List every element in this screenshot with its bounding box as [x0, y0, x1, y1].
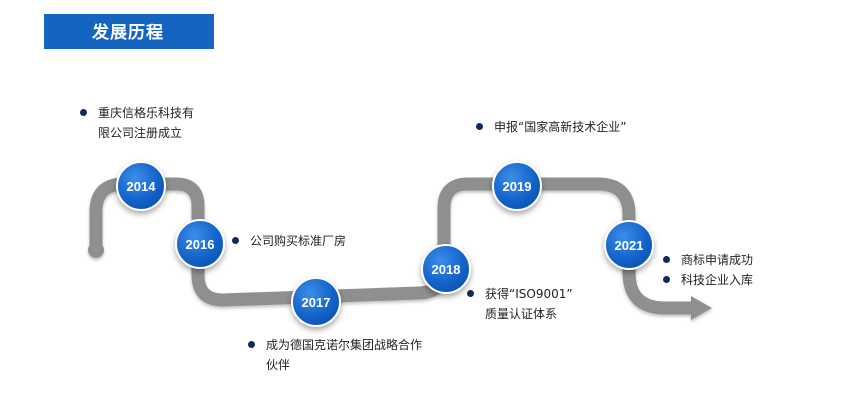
- bullet-icon: [467, 290, 474, 297]
- event-item: 成为德国克诺尔集团战略合作 伙伴: [248, 335, 422, 375]
- year-node-2018: 2018: [421, 244, 471, 294]
- bullet-icon: [663, 276, 670, 283]
- year-label: 2014: [126, 178, 156, 194]
- event-2019: 申报“国家高新技术企业”: [476, 117, 626, 137]
- bullet-icon: [248, 341, 255, 348]
- event-line: 申报“国家高新技术企业”: [494, 120, 627, 134]
- event-line: 伙伴: [266, 358, 291, 372]
- event-2017: 成为德国克诺尔集团战略合作 伙伴: [248, 335, 422, 375]
- year-label: 2016: [185, 236, 215, 252]
- event-item: 公司购买标准厂房: [232, 231, 346, 251]
- year-node-2021: 2021: [604, 220, 654, 270]
- page-title: 发展历程: [44, 14, 214, 47]
- bullet-icon: [663, 256, 670, 263]
- event-line: 公司购买标准厂房: [250, 234, 347, 248]
- event-line: 质量认证体系: [485, 307, 558, 321]
- bullet-icon: [476, 123, 483, 130]
- event-2018: 获得“ISO9001” 质量认证体系: [467, 284, 573, 324]
- page-title-text: 发展历程: [92, 23, 164, 43]
- event-item: 申报“国家高新技术企业”: [476, 117, 626, 137]
- year-node-2017: 2017: [291, 277, 341, 327]
- event-item: 重庆信格乐科技有 限公司注册成立: [80, 103, 194, 143]
- year-label: 2021: [614, 237, 644, 253]
- event-line: 商标申请成功: [681, 253, 754, 267]
- event-line: 获得“ISO9001”: [485, 287, 573, 301]
- timeline-start-cap: [88, 242, 104, 258]
- event-item: 商标申请成功: [663, 250, 753, 270]
- bullet-icon: [232, 237, 239, 244]
- event-item: 科技企业入库: [663, 270, 753, 290]
- event-2021: 商标申请成功 科技企业入库: [663, 250, 753, 290]
- year-node-2019: 2019: [492, 161, 542, 211]
- bullet-icon: [80, 109, 87, 116]
- year-node-2014: 2014: [116, 161, 166, 211]
- event-line: 成为德国克诺尔集团战略合作: [266, 338, 423, 352]
- event-2016: 公司购买标准厂房: [232, 231, 346, 251]
- event-line: 科技企业入库: [681, 273, 754, 287]
- event-2014: 重庆信格乐科技有 限公司注册成立: [80, 103, 194, 143]
- year-label: 2017: [301, 294, 331, 310]
- title-underline: [44, 47, 214, 49]
- year-node-2016: 2016: [175, 219, 225, 269]
- event-item: 获得“ISO9001” 质量认证体系: [467, 284, 573, 324]
- event-line: 重庆信格乐科技有: [98, 106, 195, 120]
- year-label: 2019: [502, 178, 532, 194]
- year-label: 2018: [431, 261, 461, 277]
- event-line: 限公司注册成立: [98, 126, 183, 140]
- timeline-arrow-head: [691, 296, 712, 320]
